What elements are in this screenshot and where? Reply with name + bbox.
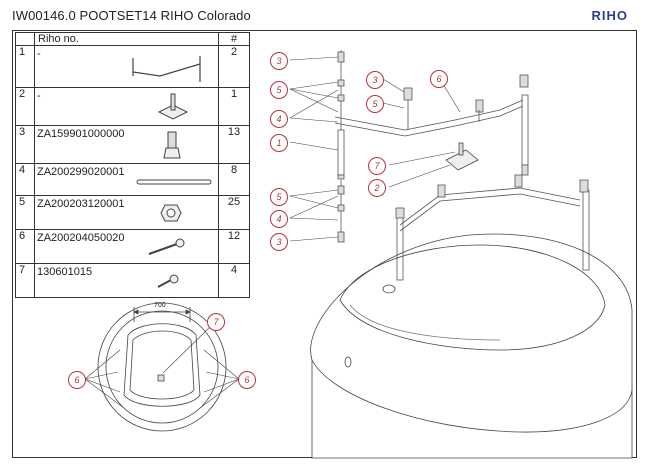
frame-leg-icon	[132, 56, 201, 82]
drain-hole	[382, 284, 396, 294]
threaded-rod-icon	[136, 179, 212, 185]
row-number: 3	[15, 125, 35, 164]
table-row: 5 ZA200203120001 25	[15, 195, 250, 230]
callout-2: 2	[368, 179, 386, 197]
row-qty: 25	[218, 195, 250, 230]
hex-nut-icon	[160, 204, 182, 222]
callout-1: 1	[270, 134, 288, 152]
row-qty: 13	[218, 125, 250, 164]
callout-5: 5	[366, 95, 384, 113]
column-qty-header: #	[218, 32, 250, 46]
part-name: ZA200299020001	[37, 166, 125, 178]
page-title: IW00146.0 POOTSET14 RIHO Colorado	[12, 8, 251, 23]
row-number: 5	[15, 195, 35, 230]
part-name: 130601015	[37, 266, 93, 278]
callout-7: 7	[207, 313, 225, 331]
table-row: 4 ZA200299020001 8	[15, 163, 250, 196]
short-screw-icon	[157, 274, 179, 288]
callout-6: 6	[68, 371, 86, 389]
part-name: -	[37, 90, 41, 102]
table-row: 3 ZA159901000000 13	[15, 125, 250, 164]
table-header-row: Riho no. #	[15, 32, 250, 46]
callout-5: 5	[270, 81, 288, 99]
callout-4: 4	[270, 210, 288, 228]
callout-4: 4	[270, 110, 288, 128]
adjustable-foot-icon	[163, 131, 181, 159]
row-number: 1	[15, 45, 35, 88]
bath-outer-rim	[310, 233, 633, 459]
table-row: 7 130601015 4	[15, 263, 250, 298]
dimension-label: 700	[154, 302, 166, 309]
table-row: 6 ZA200204050020 12	[15, 229, 250, 264]
top-view	[84, 302, 240, 432]
long-screw-icon	[148, 238, 185, 255]
callout-7: 7	[368, 157, 386, 175]
callout-3: 3	[270, 52, 288, 70]
row-qty: 1	[218, 87, 250, 126]
part-name: -	[37, 48, 41, 60]
support-plate-icon	[157, 93, 189, 120]
callout-3: 3	[366, 71, 384, 89]
support-plate	[445, 142, 479, 171]
row-number: 6	[15, 229, 35, 264]
table-row: 1 - 2	[15, 45, 250, 88]
brand-logo: RIHO	[591, 8, 628, 23]
frame-lower	[337, 174, 590, 281]
frame-upper	[334, 50, 529, 180]
row-number: 7	[15, 263, 35, 298]
row-qty: 8	[218, 163, 250, 196]
table-row: 2 - 1	[15, 87, 250, 126]
row-number: 2	[15, 87, 35, 126]
row-number: 4	[15, 163, 35, 196]
callout-3: 3	[270, 233, 288, 251]
row-qty: 4	[218, 263, 250, 298]
callout-5: 5	[270, 188, 288, 206]
row-qty: 12	[218, 229, 250, 264]
part-name: ZA159901000000	[37, 128, 125, 140]
column-no-header	[15, 32, 35, 46]
callout-6: 6	[238, 371, 256, 389]
bath-inner-rim	[339, 244, 606, 351]
callout-6: 6	[430, 70, 448, 88]
column-name-header: Riho no.	[34, 32, 219, 46]
part-name: ZA200204050020	[37, 232, 125, 244]
part-name: ZA200203120001	[37, 198, 125, 210]
parts-table: Riho no. # 1 - 2 2 - 1 3 ZA159901000000	[15, 32, 250, 298]
bath-outer-shape	[311, 359, 633, 433]
row-qty: 2	[218, 45, 250, 88]
